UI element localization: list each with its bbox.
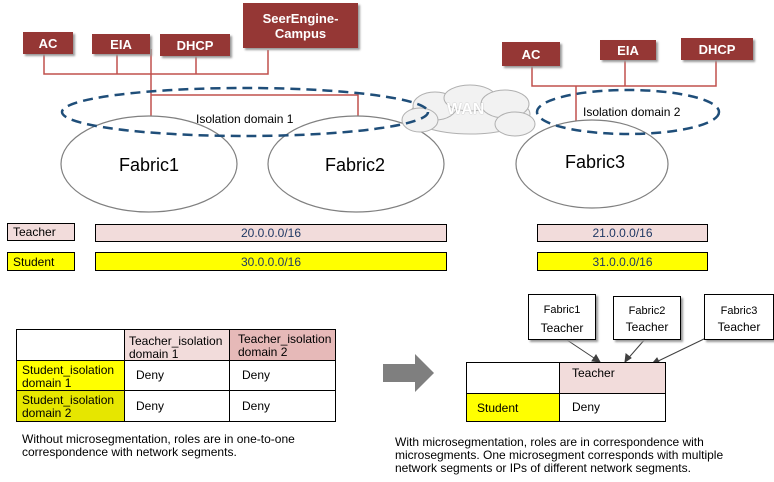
right-table-corner	[466, 362, 560, 394]
isolation-domain-1-label: Isolation domain 1	[196, 112, 294, 126]
ac-controller-left: AC	[23, 32, 73, 54]
eia-controller-left: EIA	[92, 34, 150, 54]
fabric1-teacher-box-role: Teacher	[540, 321, 584, 335]
transition-arrow	[383, 354, 434, 392]
fabric3-label: Fabric3	[565, 152, 626, 172]
left-table-col-teacher-domain2: Teacher_isolation domain 2	[229, 329, 336, 361]
left-table-col-teacher-domain1: Teacher_isolation domain 1	[124, 329, 230, 361]
fabric1-label: Fabric1	[119, 155, 180, 175]
left-table-cell: Deny	[124, 390, 230, 422]
segment-teacher-domain2: 21.0.0.0/16	[537, 224, 708, 242]
left-table-cell: Deny	[124, 360, 230, 391]
fabric1-ellipse	[60, 115, 238, 213]
fabric1-teacher-box-fabric: Fabric1	[543, 304, 581, 316]
fabric2-teacher-box: Fabric2 Teacher	[613, 296, 681, 340]
wan-label: WAN	[447, 101, 485, 118]
isolation-domain-2-ellipse	[535, 88, 721, 136]
fabric2-label: Fabric2	[325, 155, 386, 175]
left-table-cell: Deny	[229, 360, 336, 391]
role-teacher: Teacher	[7, 223, 75, 241]
fabric3-ellipse	[515, 119, 669, 209]
fabric2-teacher-box-role: Teacher	[625, 320, 669, 334]
segment-student-domain2: 31.0.0.0/16	[537, 252, 708, 271]
fabric3-teacher-box: Fabric3 Teacher	[704, 294, 774, 340]
role-student: Student	[7, 252, 75, 271]
caption-with-microsegmentation: With microsegmentation, roles are in cor…	[395, 435, 724, 475]
fabric3-teacher-box-fabric: Fabric3	[720, 305, 758, 317]
eia-controller-right: EIA	[600, 40, 656, 60]
left-table-cell: Deny	[229, 390, 336, 422]
fabric2-ellipse	[267, 115, 445, 213]
segment-student-domain1: 30.0.0.0/16	[95, 252, 447, 271]
fabric2-teacher-box-fabric: Fabric2	[628, 305, 666, 317]
right-table-row-student: Student	[466, 393, 560, 422]
dhcp-controller-right: DHCP	[681, 38, 753, 60]
caption-without-microsegmentation: Without microsegmentation, roles are in …	[22, 432, 295, 459]
right-table-cell: Deny	[559, 393, 666, 422]
seerengine-campus-controller: SeerEngine- Campus	[243, 3, 358, 48]
seerengine-line1: SeerEngine-	[262, 10, 339, 26]
isolation-domain-2-label: Isolation domain 2	[583, 105, 681, 119]
dhcp-controller-left: DHCP	[160, 34, 230, 56]
left-table-corner	[16, 329, 125, 361]
fabric3-teacher-box-role: Teacher	[717, 320, 761, 334]
left-table-row-student-domain2: Student_isolation domain 2	[16, 390, 125, 422]
segment-teacher-domain1: 20.0.0.0/16	[95, 224, 447, 242]
right-table-col-teacher: Teacher	[559, 362, 666, 394]
seerengine-line2: Campus	[274, 25, 327, 41]
fabric1-teacher-box: Fabric1 Teacher	[528, 294, 596, 340]
isolation-domain-1-ellipse	[60, 86, 430, 138]
ac-controller-right: AC	[502, 42, 560, 66]
left-table-row-student-domain1: Student_isolation domain 1	[16, 360, 125, 391]
